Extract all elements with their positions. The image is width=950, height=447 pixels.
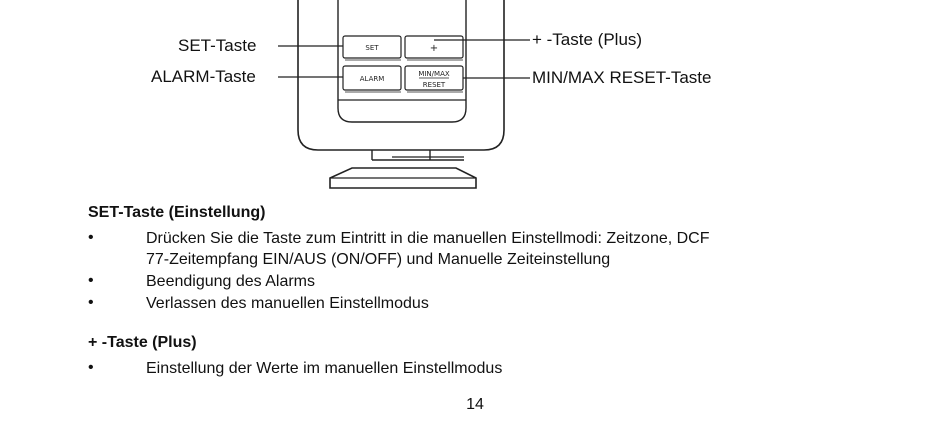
list-item-line: 77-Zeitempfang EIN/AUS (ON/OFF) und Manu…: [146, 251, 611, 268]
list-item-line: Drücken Sie die Taste zum Eintritt in di…: [146, 230, 710, 247]
button-panel-outline: [337, 0, 467, 123]
device-body-outline: [297, 0, 505, 151]
list-item-line: Einstellung der Werte im manuellen Einst…: [146, 360, 503, 377]
alarm-button-label: ALARM: [360, 75, 385, 83]
set-button-shape: [342, 35, 402, 59]
bullet-marker: •: [88, 294, 94, 311]
bullet-marker: •: [88, 272, 94, 289]
section-title-set: SET-Taste (Einstellung): [88, 204, 266, 221]
alarm-button-shape: [342, 65, 402, 91]
plus-button-label: +: [430, 43, 438, 54]
minmax-callout-label: MIN/MAX RESET-Taste: [532, 68, 712, 87]
bullet-marker: •: [88, 359, 94, 376]
device-illustration: SET + ALARM MIN/MAX RESET: [278, 0, 530, 189]
list-item-line: Beendigung des Alarms: [146, 273, 315, 290]
set-button-label: SET: [365, 44, 379, 52]
reset-button-label: RESET: [423, 81, 446, 89]
alarm-callout-label: ALARM-Taste: [151, 67, 256, 86]
plus-callout-label: + -Taste (Plus): [532, 30, 643, 49]
set-callout-label: SET-Taste: [178, 36, 257, 55]
plus-button-shape: [404, 35, 464, 59]
list-item-line: Verlassen des manuellen Einstellmodus: [146, 295, 429, 312]
minmax-button-label: MIN/MAX: [418, 70, 450, 78]
section-title-plus: + -Taste (Plus): [88, 334, 197, 351]
page-number: 14: [466, 396, 484, 413]
bullet-marker: •: [88, 229, 94, 246]
